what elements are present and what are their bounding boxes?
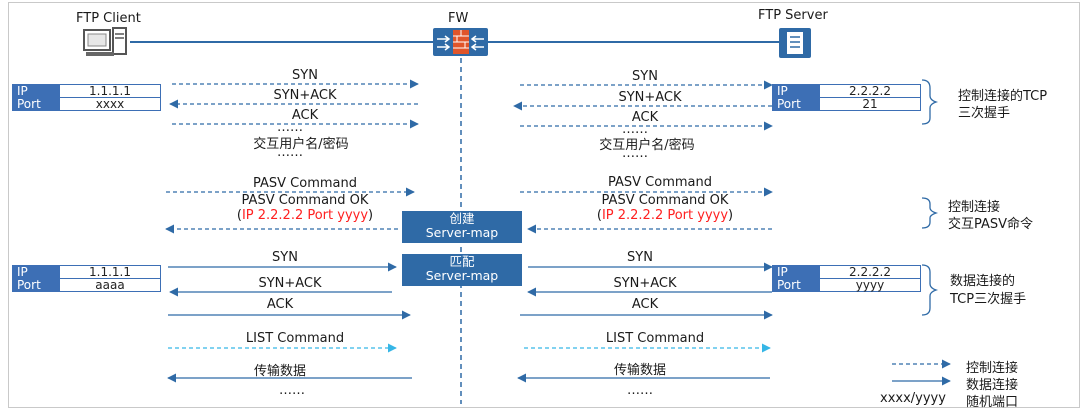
fw-label: FW xyxy=(448,11,469,26)
label-ipport-left-wrap: (IP 2.2.2.2 Port yyyy) xyxy=(200,208,410,223)
port-value: 21 xyxy=(819,97,921,111)
label-ack-right: ACK xyxy=(631,110,659,125)
label-data-synack-right: SYN+ACK xyxy=(613,276,677,291)
ip-value: 1.1.1.1 xyxy=(59,84,161,98)
label-transfer-right: 传输数据 xyxy=(613,363,666,378)
create-servermap-sub: Server-map xyxy=(425,225,499,240)
label-userpass-left: 交互用户名/密码 xyxy=(253,137,349,152)
annotation-control-handshake-1: 控制连接的TCP xyxy=(958,89,1048,104)
computer-icon xyxy=(83,27,127,56)
label-dots-left-2: …… xyxy=(277,145,303,160)
annotation-pasv-1: 控制连接 xyxy=(948,200,1001,215)
ip-key: IP xyxy=(772,84,820,98)
port-value: aaaa xyxy=(59,278,161,292)
label-pasv-ok-left: PASV Command OK xyxy=(241,193,369,208)
annotation-data-handshake-1: 数据连接的 xyxy=(950,274,1016,289)
legend-data-label: 数据连接 xyxy=(966,378,1019,393)
paren-close: ) xyxy=(368,208,374,223)
diagram-frame xyxy=(8,2,1080,408)
label-data-synack-left: SYN+ACK xyxy=(258,276,322,291)
label-pasv-right: PASV Command xyxy=(608,175,712,190)
label-dots-left-3: …… xyxy=(279,383,305,398)
ip-key: IP xyxy=(12,265,60,279)
create-servermap-box: 创建 Server-map xyxy=(402,211,522,243)
ip-key: IP xyxy=(772,265,820,279)
firewall-icon xyxy=(433,28,488,56)
label-synack-right: SYN+ACK xyxy=(618,90,682,105)
match-servermap-sub: Server-map xyxy=(425,268,499,283)
label-dots-right-3: …… xyxy=(627,383,653,398)
ftp-client-label: FTP Client xyxy=(76,11,141,26)
label-ack-left: ACK xyxy=(291,108,319,123)
ip-key: IP xyxy=(12,84,60,98)
annotation-data-handshake-2: TCP三次握手 xyxy=(950,292,1027,307)
annotation-control-handshake-2: 三次握手 xyxy=(958,106,1011,121)
legend-random-label: 随机端口 xyxy=(966,395,1019,410)
label-ipport-right-wrap: (IP 2.2.2.2 Port yyyy) xyxy=(560,208,770,223)
match-servermap-box: 匹配 Server-map xyxy=(402,254,522,286)
server-icon xyxy=(779,28,811,58)
brace-data-handshake xyxy=(921,264,939,316)
label-list-right: LIST Command xyxy=(605,331,705,346)
label-transfer-left: 传输数据 xyxy=(253,364,306,379)
port-key: Port xyxy=(772,278,820,292)
port-value: xxxx xyxy=(59,97,161,111)
brace-control-handshake xyxy=(921,79,939,125)
ip-value: 2.2.2.2 xyxy=(819,265,921,279)
label-dots-right-1: …… xyxy=(622,122,648,137)
ip-value: 2.2.2.2 xyxy=(819,84,921,98)
ip-value: 1.1.1.1 xyxy=(59,265,161,279)
label-data-syn-left: SYN xyxy=(272,250,298,265)
paren-close: ) xyxy=(728,208,734,223)
label-data-ack-left: ACK xyxy=(266,297,294,312)
legend-control-label: 控制连接 xyxy=(966,361,1019,376)
label-userpass-right: 交互用户名/密码 xyxy=(599,138,695,153)
label-dots-right-2: …… xyxy=(622,146,648,161)
legend-random-key: xxxx/yyyy xyxy=(880,391,946,406)
label-data-syn-right: SYN xyxy=(627,250,653,265)
paren-open: ( xyxy=(596,208,602,223)
label-data-ack-right: ACK xyxy=(631,297,659,312)
port-key: Port xyxy=(772,97,820,111)
annotation-pasv-2: 交互PASV命令 xyxy=(948,217,1034,232)
label-ipport-left: IP 2.2.2.2 Port yyyy xyxy=(241,208,369,223)
label-synack-left: SYN+ACK xyxy=(273,88,337,103)
match-servermap-title: 匹配 xyxy=(449,254,475,269)
port-key: Port xyxy=(12,278,60,292)
label-ipport-right: IP 2.2.2.2 Port yyyy xyxy=(601,208,729,223)
paren-open: ( xyxy=(236,208,242,223)
ftp-server-label: FTP Server xyxy=(758,8,828,23)
label-dots-left-1: …… xyxy=(277,120,303,135)
port-key: Port xyxy=(12,97,60,111)
brace-pasv xyxy=(921,197,939,229)
label-syn-left: SYN xyxy=(292,68,318,83)
label-pasv-left: PASV Command xyxy=(253,176,357,191)
label-list-left: LIST Command xyxy=(245,331,345,346)
label-syn-right: SYN xyxy=(632,69,658,84)
create-servermap-title: 创建 xyxy=(449,211,475,226)
port-value: yyyy xyxy=(819,278,921,292)
label-pasv-ok-right: PASV Command OK xyxy=(601,193,729,208)
